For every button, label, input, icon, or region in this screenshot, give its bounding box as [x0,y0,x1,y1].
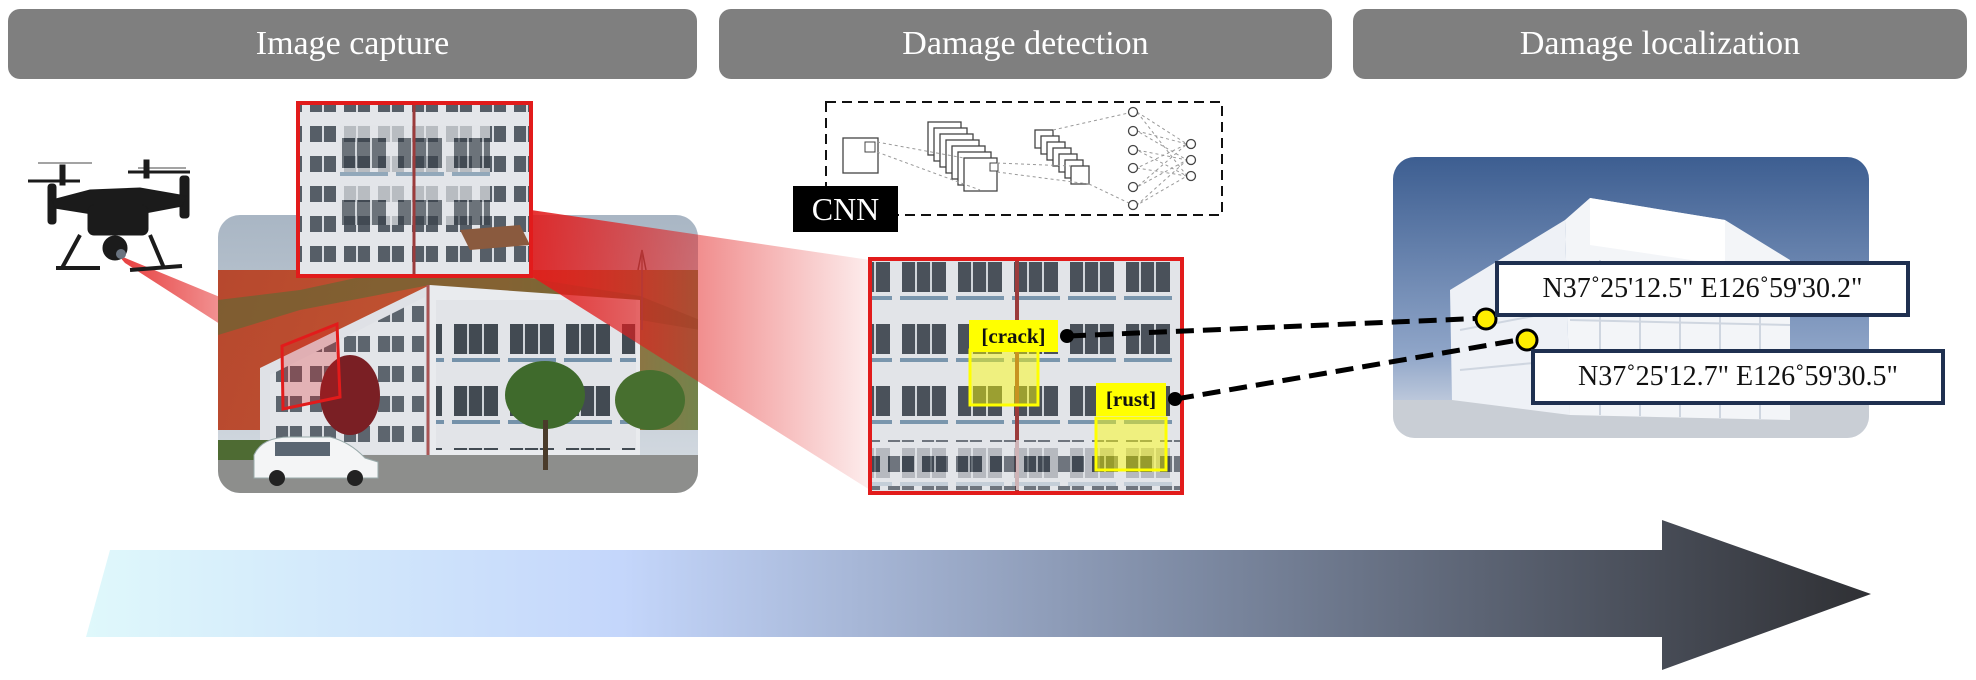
crack-connector-start-icon [1060,329,1074,343]
process-arrow [86,520,1871,670]
zoomed-crop [296,101,533,278]
crack-tag: [crack] [969,320,1058,352]
rust-coordinate-label: N37˚25'12.7" E126˚59'30.5" [1531,349,1945,405]
rust-connector-start-icon [1168,392,1182,406]
capture-region-marker [280,321,342,411]
rust-location-pin-icon [1515,328,1539,352]
crack-bounding-box [968,348,1040,407]
stage-header-image-capture: Image capture [8,9,697,79]
zoom-funnel [531,210,870,490]
crack-location-pin-icon [1474,307,1498,331]
neural-network-icon [825,101,1223,216]
rust-bounding-box [1094,416,1168,472]
rust-tag: [rust] [1096,383,1166,416]
cnn-label: CNN [793,186,898,232]
stage-header-damage-detection: Damage detection [719,9,1332,79]
parked-car [253,436,379,486]
detection-image [868,257,1184,495]
stage-header-damage-localization: Damage localization [1353,9,1967,79]
crack-connector [1067,315,1489,339]
drone-icon [28,159,190,272]
crack-coordinate-label: N37˚25'12.5" E126˚59'30.2" [1495,261,1910,317]
rust-connector [1175,336,1525,402]
